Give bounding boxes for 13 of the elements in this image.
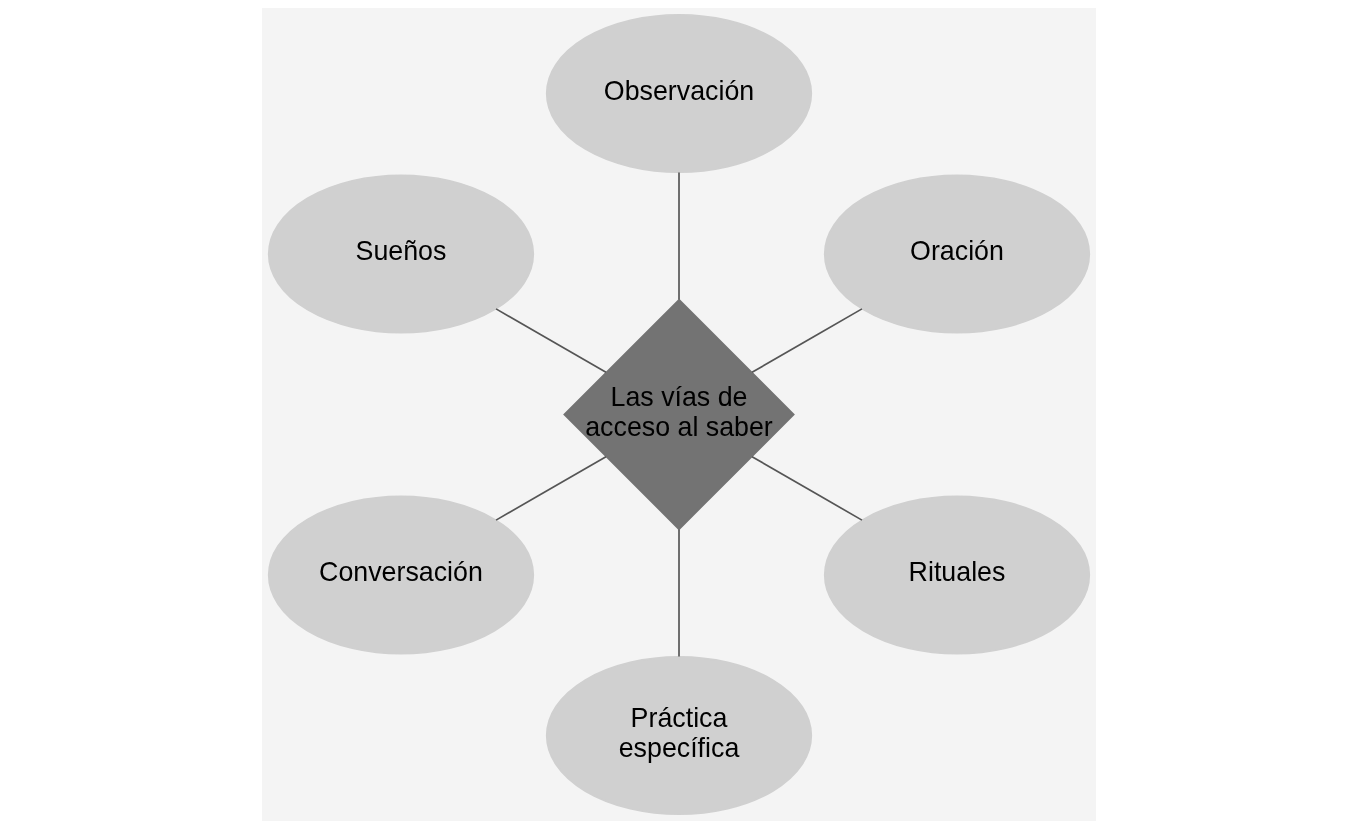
connector [678,528,680,658]
connector [751,455,863,521]
node-ellipse: Sueños [267,174,535,334]
node-ellipse: Práctica específica [545,655,813,816]
connector [495,455,607,521]
node-diamond: Las vías de acceso al saber [563,298,795,531]
node-ellipse: Observación [545,13,813,174]
connector [678,171,680,301]
node-ellipse: Conversación [267,495,535,655]
node-ellipse: Oración [823,174,1091,334]
connector [495,308,607,374]
node-ellipse: Rituales [823,495,1091,655]
connector [751,308,863,374]
